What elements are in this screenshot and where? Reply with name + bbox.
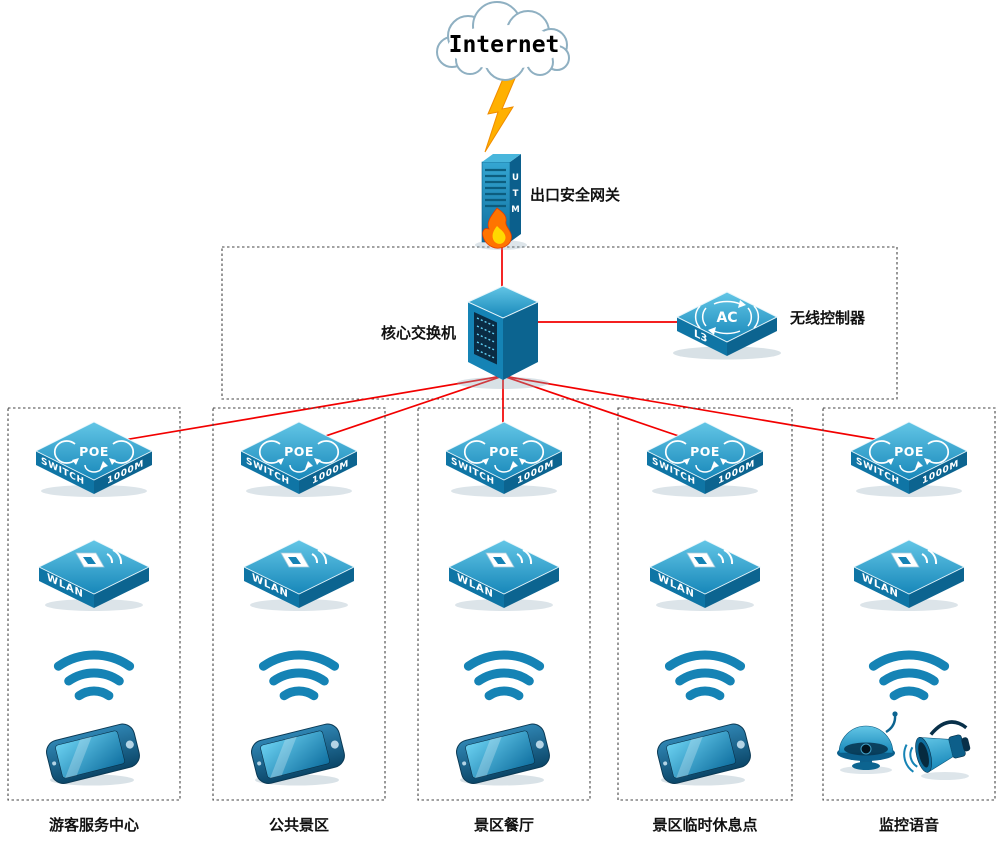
zone-scenic-restaurant: 景区餐厅 (417, 407, 591, 834)
utm-gateway-icon: U T M (475, 154, 527, 250)
wifi-waves-icon (58, 655, 129, 696)
wifi-waves-icon (468, 655, 539, 696)
poe-switch-icon (240, 421, 358, 498)
ac-controller-icon: AC L3 (673, 291, 781, 360)
smartphone-icon (43, 721, 143, 787)
zone-label: 监控语音 (879, 816, 939, 834)
zone-box (7, 407, 181, 801)
wlan-ap-icon (853, 539, 965, 612)
core-switch-label: 核心交换机 (381, 324, 456, 342)
poe-switch-icon (35, 421, 153, 498)
gateway-label: 出口安全网关 (530, 186, 620, 204)
connection-line (502, 375, 706, 446)
wifi-waves-icon (669, 655, 740, 696)
poe-switch-icon (445, 421, 563, 498)
zone-box (617, 407, 793, 801)
connection-line (502, 375, 910, 446)
zone-temporary-rest-point: 景区临时休息点 (617, 407, 793, 834)
wifi-waves-icon (873, 655, 944, 696)
zone-label: 景区临时休息点 (652, 816, 757, 834)
wlan-ap-icon (243, 539, 355, 612)
smartphone-icon (453, 721, 553, 787)
zone-tourist-service-center: 游客服务中心 (7, 407, 181, 834)
wifi-waves-icon (263, 655, 334, 696)
smartphone-icon (248, 721, 348, 787)
zone-surveillance-voice: 监控语音 (822, 407, 996, 834)
connection-line (298, 375, 504, 446)
core-area-box (221, 246, 898, 400)
ac-top-label: AC (716, 310, 737, 326)
speaker-icon (896, 716, 977, 782)
zone-label: 游客服务中心 (49, 816, 139, 834)
connection-line (93, 375, 504, 446)
smartphone-icon (654, 721, 754, 787)
wlan-ap-icon (649, 539, 761, 612)
zone-label: 景区餐厅 (474, 816, 534, 834)
poe-switch-icon (646, 421, 764, 498)
internet-label: Internet (449, 32, 560, 58)
svg-text:T: T (513, 189, 519, 199)
zone-box (417, 407, 591, 801)
zone-box (822, 407, 996, 801)
zone-public-scenic-area: 公共景区 (212, 407, 386, 834)
utm-side-label: U T M (511, 173, 519, 215)
wlan-ap-icon (448, 539, 560, 612)
poe-switch-icon (850, 421, 968, 498)
wlan-ap-icon (38, 539, 150, 612)
core-switch-icon (457, 285, 549, 389)
svg-text:M: M (511, 205, 519, 215)
zone-label: 公共景区 (269, 816, 329, 834)
ac-controller-label: 无线控制器 (789, 309, 866, 327)
lightning-icon (484, 73, 517, 153)
zone-box (212, 407, 386, 801)
camera-icon (835, 710, 899, 776)
svg-text:U: U (512, 173, 519, 183)
internet-cloud: Internet (436, 1, 570, 81)
